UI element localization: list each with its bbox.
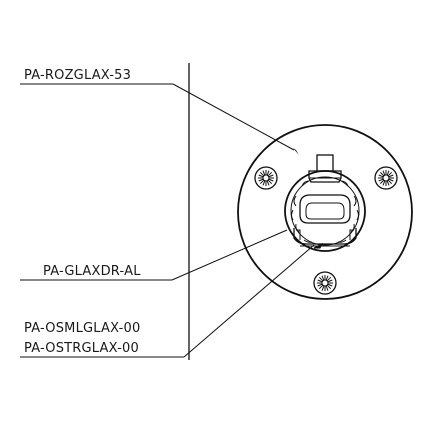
holder-top-tab	[308, 154, 342, 183]
screw-right	[374, 166, 398, 190]
label-drzak: PA-GLAXDR-AL	[43, 264, 141, 279]
screw-bottom	[313, 271, 337, 295]
label-osml: PA-OSMLGLAX-00	[24, 321, 140, 336]
screw-left	[254, 166, 278, 190]
leader-drzak	[20, 229, 288, 281]
glass-profile	[299, 194, 351, 224]
leader-osml	[20, 244, 315, 358]
holder-body	[284, 170, 366, 252]
leader-rozeta	[20, 83, 295, 151]
rosette-outer-circle	[237, 124, 413, 300]
bottom-clamp	[293, 228, 357, 249]
label-rozeta: PA-ROZGLAX-53	[24, 68, 131, 83]
label-ostr: PA-OSTRGLAX-00	[24, 341, 139, 356]
rosette-arrow-mark	[293, 148, 299, 155]
